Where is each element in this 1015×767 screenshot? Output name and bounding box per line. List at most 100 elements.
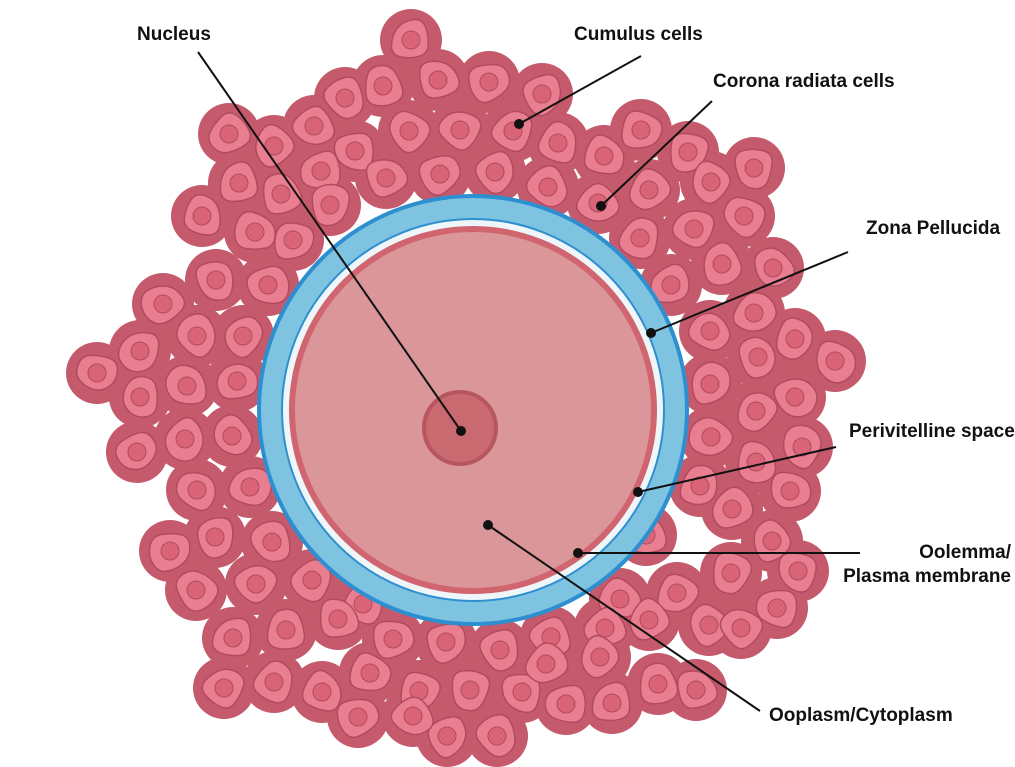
cell-nucleus	[702, 428, 720, 446]
cell-nucleus	[640, 181, 658, 199]
label-cumulus-cells: Cumulus cells	[574, 24, 703, 46]
cell-nucleus	[768, 599, 786, 617]
cell-nucleus	[88, 364, 106, 382]
cell-nucleus	[400, 122, 418, 140]
cumulus-cell	[217, 364, 257, 399]
cell-nucleus	[640, 611, 658, 629]
label-nucleus: Nucleus	[137, 24, 211, 46]
cell-nucleus	[557, 695, 575, 713]
cell-nucleus	[702, 173, 720, 191]
cell-nucleus	[336, 89, 354, 107]
cell-nucleus	[745, 159, 763, 177]
cell-nucleus	[346, 142, 364, 160]
cell-nucleus	[402, 31, 420, 49]
cell-nucleus	[131, 388, 149, 406]
cell-nucleus	[220, 125, 238, 143]
zona-pointer-dot	[646, 328, 656, 338]
cell-nucleus	[374, 77, 392, 95]
cell-nucleus	[539, 178, 557, 196]
cell-nucleus	[701, 375, 719, 393]
cell-nucleus	[668, 584, 686, 602]
cumulus-cell	[545, 685, 585, 722]
cell-nucleus	[723, 500, 741, 518]
cell-nucleus	[685, 220, 703, 238]
ooplasm-pointer-dot	[483, 520, 493, 530]
cell-nucleus	[321, 196, 339, 214]
cell-nucleus	[649, 675, 667, 693]
cell-nucleus	[312, 162, 330, 180]
corona-pointer-dot	[596, 201, 606, 211]
cell-nucleus	[611, 590, 629, 608]
cell-nucleus	[486, 163, 504, 181]
label-corona-radiata-cells: Corona radiata cells	[713, 71, 895, 93]
cell-nucleus	[207, 271, 225, 289]
cell-nucleus	[786, 388, 804, 406]
label-zona-pellucida: Zona Pellucida	[866, 218, 1000, 240]
cell-nucleus	[437, 633, 455, 651]
cell-nucleus	[488, 727, 506, 745]
cell-nucleus	[223, 427, 241, 445]
cell-nucleus	[178, 377, 196, 395]
cell-nucleus	[128, 443, 146, 461]
cumulus-cell	[123, 377, 157, 417]
cell-nucleus	[491, 641, 509, 659]
cell-nucleus	[259, 276, 277, 294]
cell-nucleus	[789, 562, 807, 580]
cell-nucleus	[662, 276, 680, 294]
cell-nucleus	[272, 185, 290, 203]
cell-nucleus	[537, 655, 555, 673]
cell-nucleus	[361, 664, 379, 682]
cell-nucleus	[215, 679, 233, 697]
cell-nucleus	[188, 481, 206, 499]
cell-nucleus	[700, 616, 718, 634]
cell-nucleus	[265, 673, 283, 691]
cell-nucleus	[595, 147, 613, 165]
cell-nucleus	[305, 117, 323, 135]
cell-nucleus	[154, 295, 172, 313]
cell-nucleus	[131, 342, 149, 360]
cell-nucleus	[303, 571, 321, 589]
cell-nucleus	[591, 648, 609, 666]
cell-nucleus	[747, 453, 765, 471]
cell-nucleus	[247, 575, 265, 593]
oocyte	[259, 196, 687, 624]
cell-nucleus	[384, 630, 402, 648]
cumulus-pointer-dot	[514, 119, 524, 129]
cell-nucleus	[603, 694, 621, 712]
cell-nucleus	[732, 619, 750, 637]
label-oolemma: Oolemma/ Plasma membrane	[843, 541, 1011, 589]
cell-nucleus	[404, 707, 422, 725]
cell-nucleus	[234, 327, 252, 345]
cell-nucleus	[246, 223, 264, 241]
cell-nucleus	[377, 169, 395, 187]
cell-nucleus	[349, 708, 367, 726]
cell-nucleus	[596, 619, 614, 637]
cell-nucleus	[549, 134, 567, 152]
cell-nucleus	[429, 71, 447, 89]
cell-nucleus	[781, 482, 799, 500]
cell-nucleus	[187, 581, 205, 599]
cell-nucleus	[206, 528, 224, 546]
cell-nucleus	[461, 681, 479, 699]
cell-nucleus	[763, 532, 781, 550]
cell-nucleus	[230, 174, 248, 192]
cumulus-cell	[198, 518, 233, 558]
cell-nucleus	[764, 259, 782, 277]
cell-nucleus	[329, 610, 347, 628]
cell-nucleus	[313, 683, 331, 701]
perivitelline-pointer-dot	[633, 487, 643, 497]
cell-nucleus	[241, 478, 259, 496]
cell-nucleus	[687, 681, 705, 699]
cell-nucleus	[713, 255, 731, 273]
label-oolemma-line1: Oolemma/	[843, 541, 1011, 565]
cell-nucleus	[701, 322, 719, 340]
cell-nucleus	[451, 121, 469, 139]
cell-nucleus	[631, 229, 649, 247]
cell-nucleus	[431, 165, 449, 183]
cell-nucleus	[161, 542, 179, 560]
cell-nucleus	[284, 231, 302, 249]
cell-nucleus	[679, 143, 697, 161]
cell-nucleus	[188, 327, 206, 345]
cumulus-cell	[247, 266, 289, 303]
